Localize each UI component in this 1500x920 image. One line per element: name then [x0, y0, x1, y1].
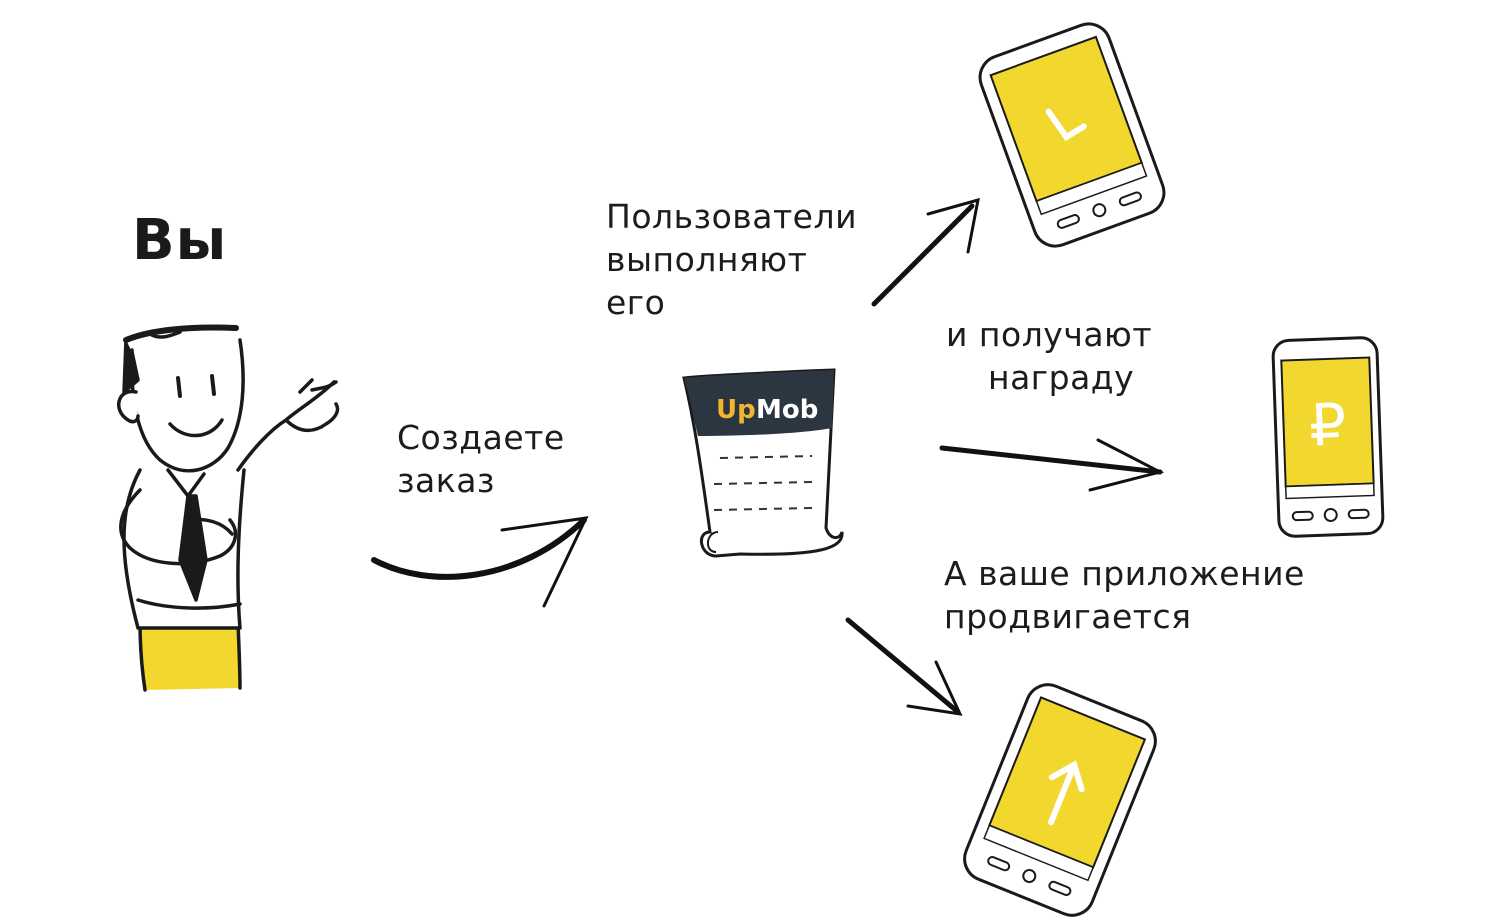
- get-reward-line-1: и получают: [946, 315, 1153, 354]
- app-promoted-line-2: продвигается: [944, 597, 1192, 636]
- users-complete-line-3: его: [606, 283, 666, 322]
- arrow-to-phone-middle: [939, 438, 1165, 492]
- users-complete-line-2: выполняют: [606, 240, 808, 279]
- users-complete-line-1: Пользователи: [606, 197, 858, 236]
- brand-mob-text: Mob: [756, 395, 818, 425]
- phone-bottom: [963, 683, 1157, 917]
- arrow-to-phone-top: [871, 197, 980, 307]
- man-illustration: [117, 324, 340, 692]
- ruble-icon: ₽: [1308, 390, 1347, 459]
- brand-up-text: Up: [716, 395, 756, 425]
- get-reward-text: и получают награду: [946, 313, 1152, 399]
- you-label: Вы: [132, 208, 228, 273]
- arrow-to-phone-bottom: [845, 617, 963, 716]
- phone-middle: ₽: [1271, 336, 1385, 538]
- phone-top: [978, 22, 1166, 248]
- arrow-up-icon: [1048, 760, 1085, 826]
- users-complete-text: Пользователи выполняют его: [606, 195, 857, 324]
- create-order-text: Создаете заказ: [397, 416, 565, 502]
- get-reward-line-2: награду: [988, 358, 1135, 397]
- checkmark-icon: [1045, 108, 1087, 142]
- app-promoted-text: А ваше приложение продвигается: [944, 552, 1305, 638]
- create-order-line-2: заказ: [397, 461, 495, 500]
- order-document: Up Mob: [682, 368, 844, 558]
- arrow-create: [371, 516, 589, 608]
- app-promoted-line-1: А ваше приложение: [944, 554, 1305, 593]
- create-order-line-1: Создаете: [397, 418, 565, 457]
